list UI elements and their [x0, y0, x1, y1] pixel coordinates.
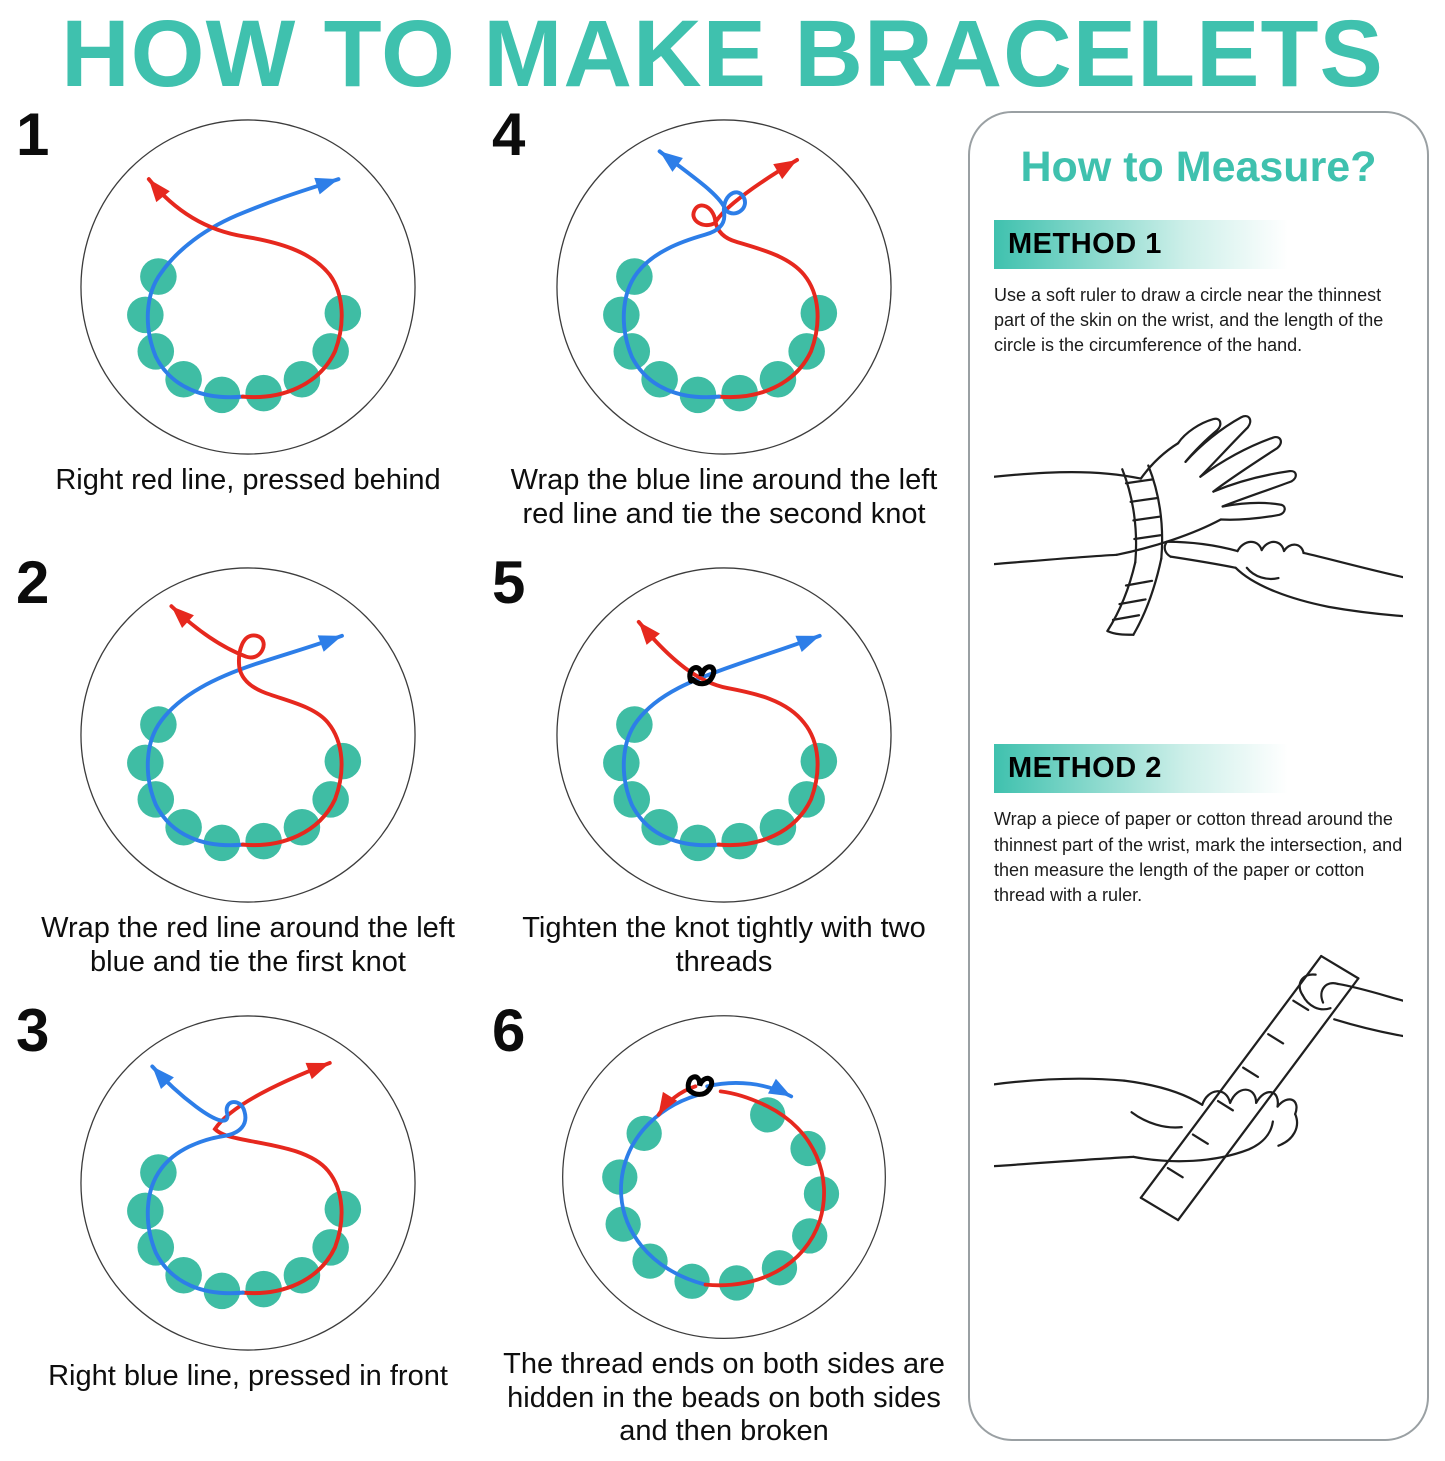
step-1-diagram [80, 119, 416, 455]
step-number: 2 [16, 548, 50, 616]
red-thread [691, 157, 820, 399]
blue-thread [145, 177, 341, 400]
method-1-text: Use a soft ruler to draw a circle near t… [994, 284, 1384, 356]
red-thread [656, 1084, 826, 1288]
red-thread [636, 619, 820, 847]
knot-icon [687, 664, 717, 687]
red-thread [212, 1060, 344, 1295]
measure-panel: How to Measure? METHOD 1 Use a soft rule… [968, 110, 1429, 1441]
step-caption: Wrap the blue line around the left red l… [510, 463, 938, 530]
step-2: 2 Wrap the red lin [10, 548, 486, 1001]
page-title: HOW TO MAKE BRACELETS [61, 1, 1384, 107]
blue-thread [619, 1078, 794, 1287]
steps-grid: 1 Right red line, [10, 100, 962, 1449]
knot-icon [685, 1074, 715, 1097]
step-4: 4 Wrap the blue li [486, 100, 962, 553]
step-number: 1 [16, 100, 50, 168]
step-number: 4 [492, 100, 526, 168]
step-caption: The thread ends on both sides are hidden… [503, 1348, 945, 1448]
content: 1 Right red line, [0, 103, 1445, 1449]
beads [602, 1097, 840, 1301]
blue-thread [145, 1064, 248, 1296]
step-3-diagram [80, 1015, 416, 1351]
blue-thread [621, 149, 747, 400]
step-caption: Wrap the red line around the left blue a… [41, 911, 455, 978]
step-3: 3 Right blue line, [10, 996, 486, 1449]
step-caption: Right red line, pressed behind [55, 463, 441, 496]
step-number: 6 [492, 996, 526, 1064]
step-5-diagram [556, 567, 892, 903]
step-number: 5 [492, 548, 526, 616]
step-caption: Tighten the knot tightly with two thread… [522, 911, 926, 978]
step-6-diagram [562, 1014, 886, 1339]
method-1-heading: METHOD 1 [994, 219, 1289, 269]
red-thread [169, 604, 344, 847]
step-4-diagram [556, 119, 892, 455]
step-5: 5 Tighten [486, 548, 962, 1001]
step-6: 6 [486, 996, 962, 1449]
wrist-ruler-measure-illustration [994, 955, 1403, 1222]
step-1: 1 Right red line, [10, 100, 486, 553]
step-caption: Right blue line, pressed in front [48, 1359, 448, 1392]
step-2-diagram [80, 567, 416, 903]
method-2-heading: METHOD 2 [994, 744, 1289, 794]
step-number: 3 [16, 996, 50, 1064]
red-thread [146, 177, 344, 399]
wrist-tape-measure-illustration [994, 415, 1403, 637]
measure-title: How to Measure? [1020, 142, 1377, 191]
method-2-text: Wrap a piece of paper or cotton thread a… [994, 809, 1403, 906]
blue-thread [145, 633, 344, 848]
blue-thread [621, 633, 822, 848]
